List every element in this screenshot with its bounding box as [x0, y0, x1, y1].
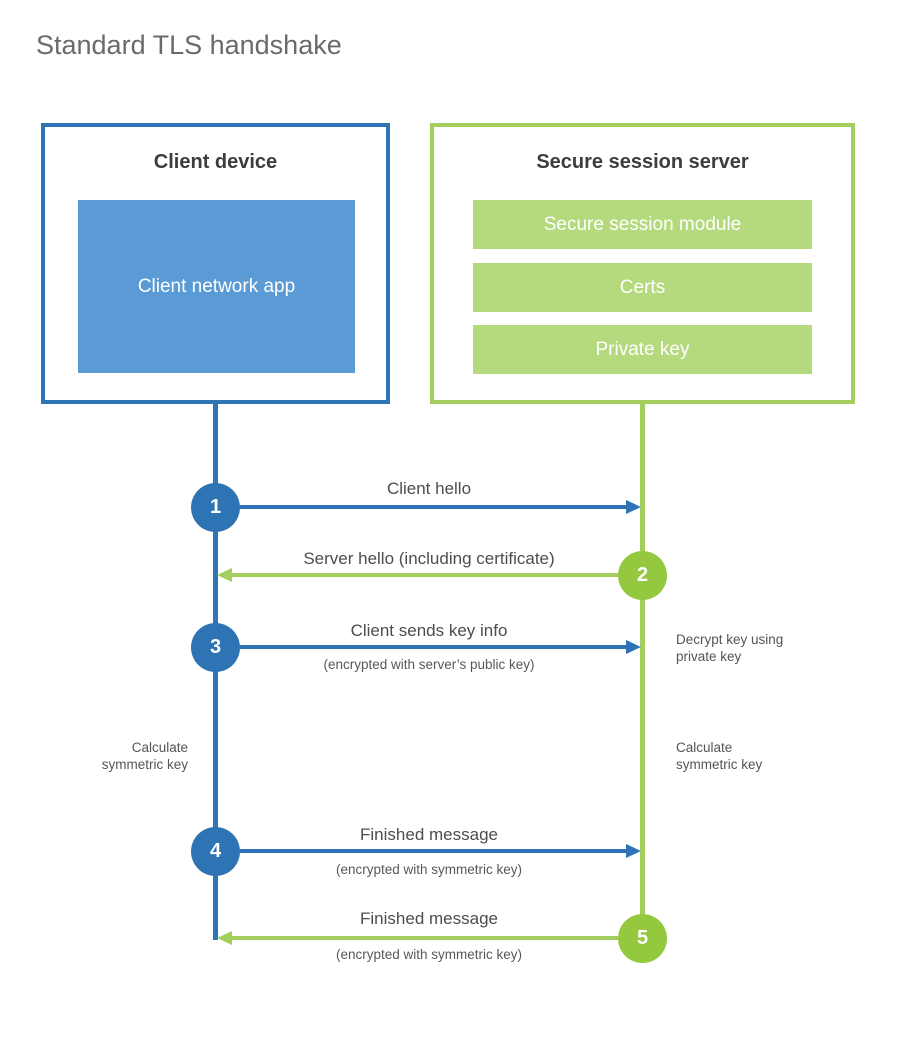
step5-label: Finished message: [360, 909, 498, 928]
step1-label: Client hello: [386, 479, 472, 498]
server-module-certs: Certs: [473, 263, 812, 312]
server-module-private-key: Private key: [473, 325, 812, 374]
step4-label: Finished message: [360, 825, 498, 844]
step1-arrowhead-right-icon: [626, 500, 641, 514]
step3-badge: 3: [191, 623, 240, 672]
step4-arrow-line: [240, 849, 626, 853]
client-network-app-label: Client network app: [137, 275, 296, 297]
step3-arrow-line: [240, 645, 626, 649]
secure-session-server-box: Secure session server Secure session mod…: [430, 123, 855, 404]
step1-arrow-line: [240, 505, 626, 509]
step3-sublabel: (encrypted with server’s public key): [323, 657, 535, 672]
server-module-secure-session: Secure session module: [473, 200, 812, 249]
client-network-app-box: Client network app: [78, 200, 355, 373]
note-decrypt-key: Decrypt key using private key: [676, 632, 784, 665]
step4-arrowhead-right-icon: [626, 844, 641, 858]
client-lifeline: [213, 404, 218, 940]
step3-arrowhead-right-icon: [626, 640, 641, 654]
server-lifeline: [640, 404, 645, 938]
step1-badge: 1: [191, 483, 240, 532]
step5-sublabel: (encrypted with symmetric key): [335, 947, 523, 962]
step3-label: Client sends key info: [350, 621, 508, 640]
step4-sublabel: (encrypted with symmetric key): [335, 862, 523, 877]
client-device-box: Client device Client network app: [41, 123, 390, 404]
step2-arrowhead-left-icon: [217, 568, 232, 582]
step4-badge: 4: [191, 827, 240, 876]
step2-label: Server hello (including certificate): [303, 549, 555, 568]
client-device-heading: Client device: [153, 151, 278, 173]
page-title: Standard TLS handshake: [36, 30, 342, 60]
server-heading: Secure session server: [536, 151, 749, 173]
step5-arrowhead-left-icon: [217, 931, 232, 945]
step2-arrow-line: [232, 573, 618, 577]
step2-badge: 2: [618, 551, 667, 600]
step5-arrow-line: [232, 936, 618, 940]
note-calculate-symmetric-key-client: Calculate symmetric key: [101, 740, 188, 773]
step5-badge: 5: [618, 914, 667, 963]
note-calculate-symmetric-key-server: Calculate symmetric key: [676, 740, 763, 773]
